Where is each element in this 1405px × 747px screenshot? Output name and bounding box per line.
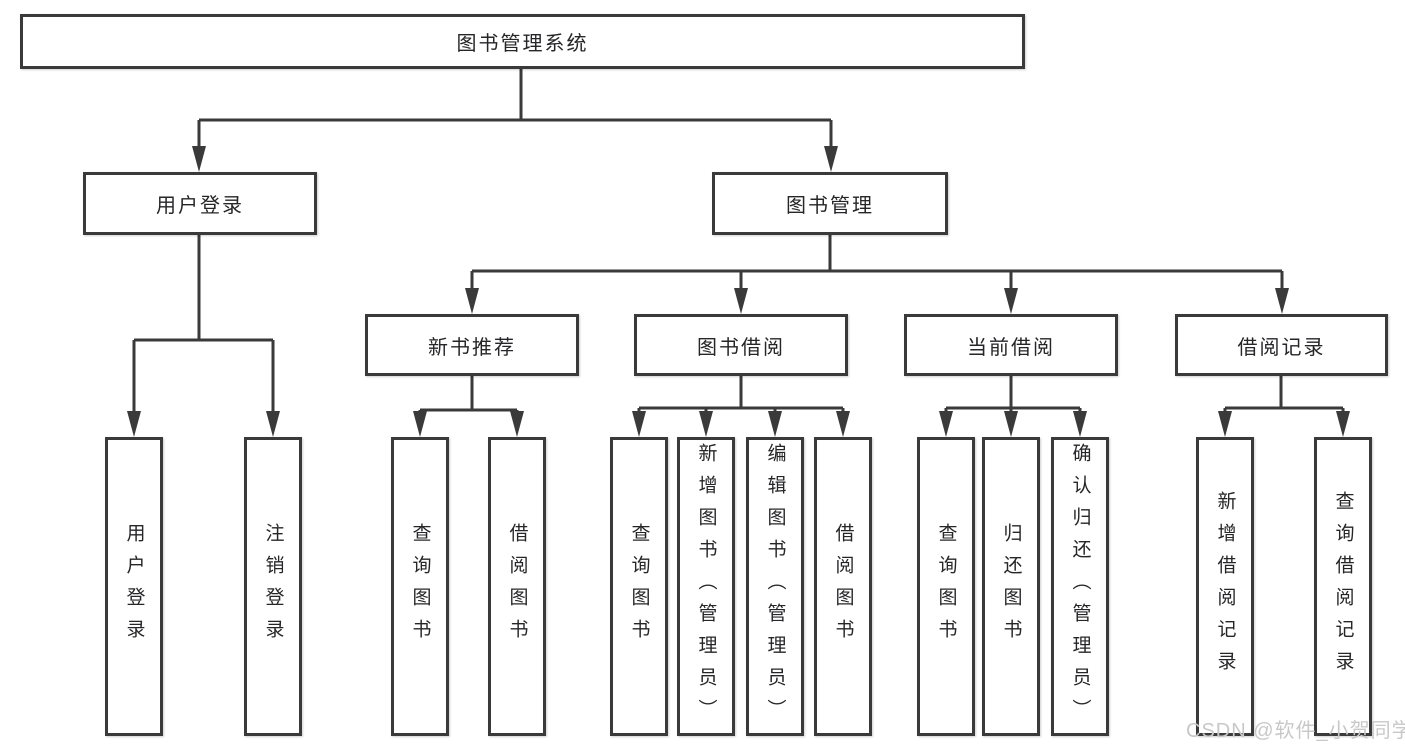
leaf-query-borrow-record: 查询借阅记录 (1314, 437, 1372, 736)
node-label: 查询图书 (628, 522, 650, 651)
node-borrowing-records: 借阅记录 (1175, 314, 1388, 376)
node-label: 注销登录 (262, 522, 284, 651)
node-label: 借阅图书 (832, 522, 854, 651)
leaf-query-books-2: 查询图书 (610, 437, 668, 736)
leaf-add-borrow-record: 新增借阅记录 (1196, 437, 1254, 736)
node-library-system: 图书管理系统 (20, 14, 1025, 69)
node-label: 归还图书 (1000, 522, 1022, 651)
node-label: 用户登录 (156, 195, 244, 217)
leaf-return-books: 归还图书 (982, 437, 1040, 736)
leaf-borrow-books-2: 借阅图书 (814, 437, 872, 736)
node-book-management: 图书管理 (712, 172, 948, 235)
node-label: 编辑图书（管理员） (764, 442, 786, 731)
leaf-query-books: 查询图书 (391, 437, 449, 736)
leaf-user-login: 用户登录 (105, 437, 163, 736)
connector-edges (132, 69, 1345, 414)
node-label: 查询借阅记录 (1332, 490, 1354, 683)
node-label: 图书借阅 (697, 336, 785, 359)
node-label: 当前借阅 (967, 336, 1055, 359)
node-user-login: 用户登录 (83, 172, 317, 235)
csdn-watermark: CSDN @软件_小贺同学 (1186, 720, 1405, 742)
node-label: 确认归还（管理员） (1069, 442, 1091, 731)
leaf-confirm-return-admin: 确认归还（管理员） (1051, 437, 1109, 736)
node-book-borrowing: 图书借阅 (634, 314, 848, 376)
arrowhead-icons (127, 146, 1350, 437)
node-label: 新增图书（管理员） (695, 442, 717, 731)
node-label: 查询图书 (409, 522, 431, 651)
node-label: 图书管理系统 (456, 33, 589, 55)
leaf-edit-book-admin: 编辑图书（管理员） (746, 437, 804, 736)
leaf-logout: 注销登录 (244, 437, 302, 736)
node-label: 借阅记录 (1237, 336, 1326, 359)
leaf-borrow-books: 借阅图书 (488, 437, 546, 736)
node-label: 图书管理 (786, 195, 874, 217)
node-new-book-recommendation: 新书推荐 (365, 314, 579, 376)
leaf-add-book-admin: 新增图书（管理员） (677, 437, 735, 736)
node-label: 查询图书 (935, 522, 957, 651)
node-current-borrowing: 当前借阅 (904, 314, 1118, 376)
node-label: 新书推荐 (428, 336, 516, 359)
leaf-query-books-3: 查询图书 (917, 437, 975, 736)
node-label: 借阅图书 (506, 522, 528, 651)
node-label: 新增借阅记录 (1214, 490, 1236, 683)
node-label: 用户登录 (123, 522, 145, 651)
